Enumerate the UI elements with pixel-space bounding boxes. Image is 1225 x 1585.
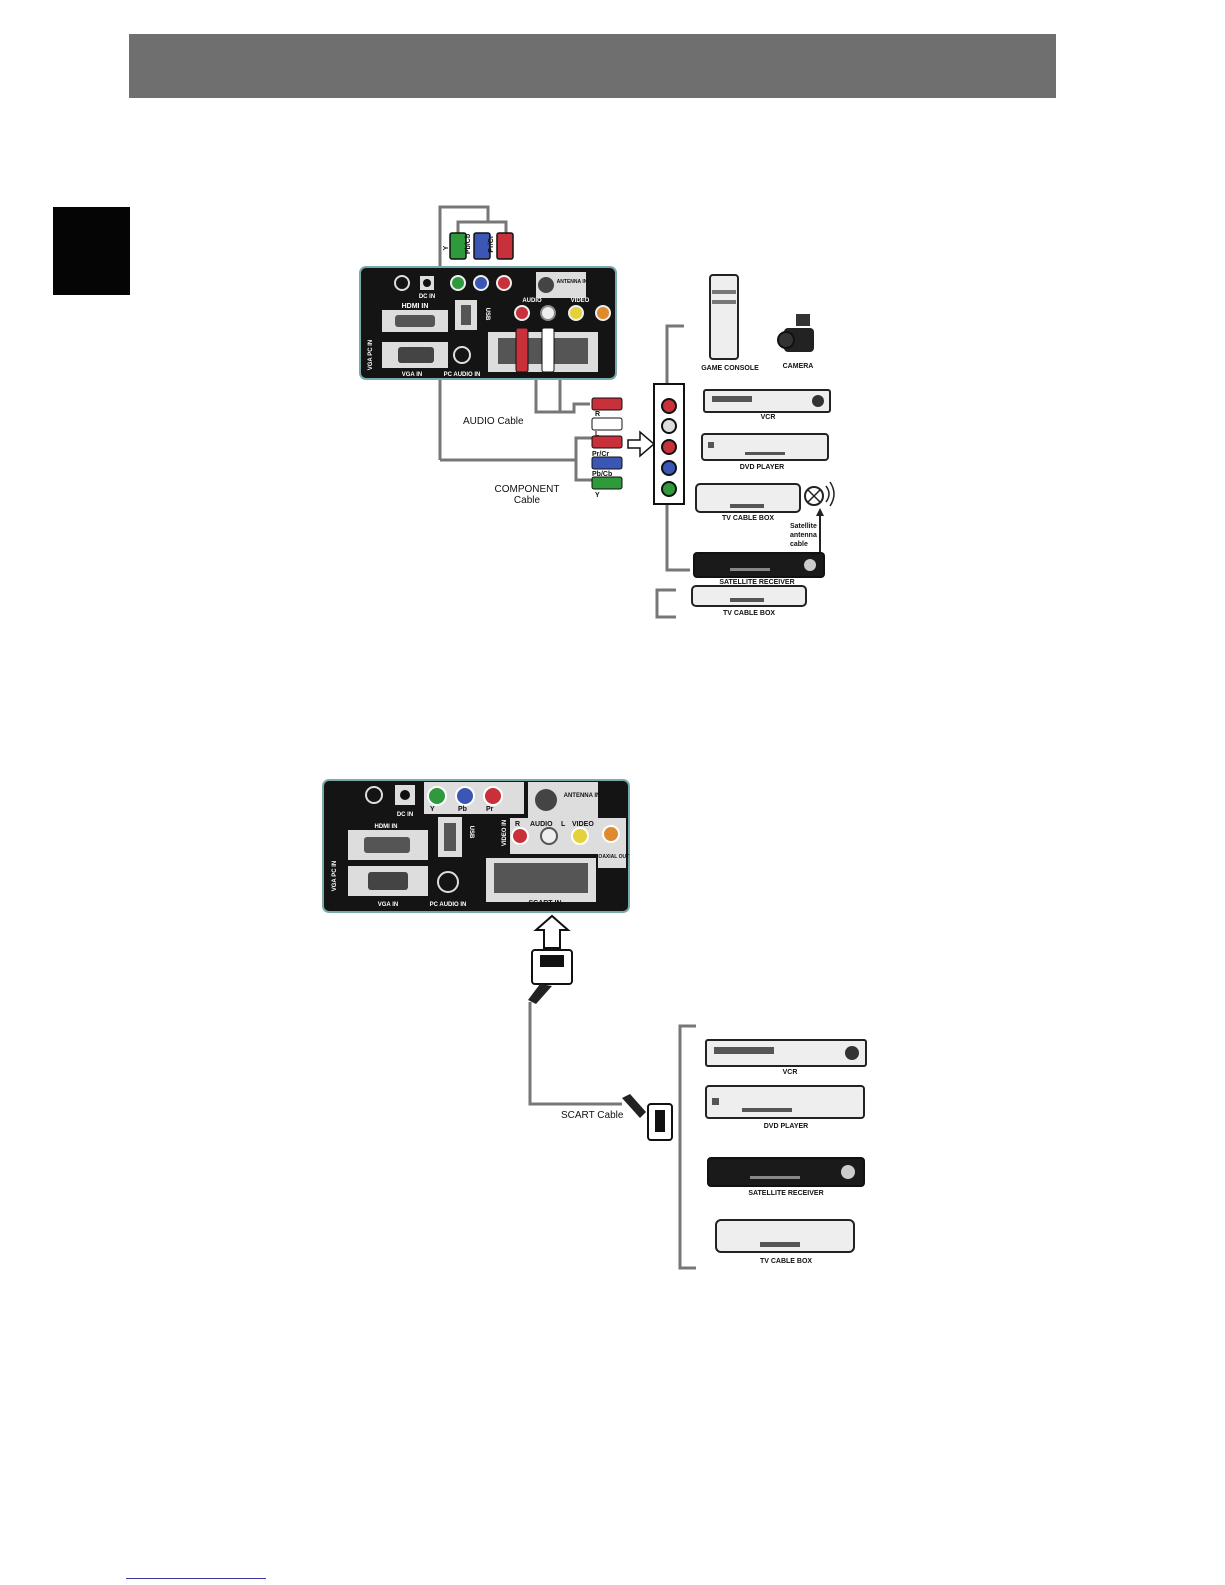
device-dvd-player-2: DVD PLAYER: [705, 1085, 865, 1130]
panel2-label-pr: Pr: [486, 806, 494, 813]
panel2-label-pb: Pb: [458, 806, 467, 813]
device-label-vcr: VCR: [761, 414, 776, 421]
device-label-satellite: SATELLITE RECEIVER: [719, 579, 794, 586]
audio-cable-label: AUDIO Cable: [463, 416, 524, 427]
device-game-console: GAME CONSOLE: [701, 274, 759, 372]
plug-label-pr: Pr/Cr: [488, 235, 495, 252]
plug-label-y: Y: [443, 245, 450, 250]
panel-label-dc: DC IN: [419, 294, 435, 300]
device-jack-strip: [653, 383, 685, 505]
device-dvd-player: DVD PLAYER: [701, 433, 829, 471]
panel2-label-audio: AUDIO: [530, 821, 553, 828]
panel2-label-scart: SCART IN: [528, 900, 561, 907]
satellite-cable-label-1: Satellite: [790, 523, 817, 530]
arrow-right-icon: [627, 430, 656, 458]
audio-plug-label-l: L: [595, 431, 600, 438]
satellite-cable-label-3: cable: [790, 541, 808, 548]
device-vcr-2: VCR: [705, 1039, 867, 1076]
device-tv-cable-box-3: TV CABLE BOX: [715, 1219, 855, 1265]
device-label-cable-box: TV CABLE BOX: [722, 515, 774, 522]
tv-connector-panel-top: DC IN ANTENNA IN HDMI IN USB AUDIO VIDEO…: [359, 266, 617, 380]
component-plugs-top: Y Pb/Cb Pr/Cr: [443, 232, 514, 260]
scart-plug-bottom: [622, 1094, 673, 1141]
device2-label-satellite: SATELLITE RECEIVER: [748, 1190, 823, 1197]
component-cable-label-line1: COMPONENT: [495, 484, 560, 495]
panel-label-pc-audio: PC AUDIO IN: [444, 372, 481, 378]
panel2-label-antenna: ANTENNA IN: [564, 793, 601, 799]
panel-label-video: VIDEO: [571, 298, 590, 304]
component-plug-label-y: Y: [595, 492, 600, 499]
panel2-label-l: L: [561, 821, 566, 828]
panel2-label-video: VIDEO: [572, 821, 594, 828]
device-tv-cable-box: TV CABLE BOX: [695, 483, 801, 522]
panel2-label-y: Y: [430, 806, 435, 813]
device-label-cable-box-2: TV CABLE BOX: [723, 610, 775, 617]
panel-label-vga: VGA IN: [402, 372, 422, 378]
scart-cable-label: SCART Cable: [561, 1110, 624, 1121]
device-satellite-receiver: SATELLITE RECEIVER: [693, 552, 825, 586]
panel2-label-video-in: VIDEO IN: [502, 820, 508, 846]
panel2-label-coaxial: COAXIAL OUT: [595, 854, 629, 860]
panel2-label-r: R: [515, 821, 520, 828]
component-cable-label-line2: Cable: [514, 495, 541, 506]
section-tab: [53, 207, 130, 295]
tv-connector-panel-bottom: DC IN Y Pb Pr ANTENNA IN HDMI IN USB VID…: [322, 779, 630, 913]
panel-label-usb: USB: [484, 308, 490, 321]
satellite-dish-icon: [804, 481, 835, 507]
device-label-dvd: DVD PLAYER: [740, 464, 784, 471]
panel2-label-hdmi: HDMI IN: [375, 824, 398, 830]
panel-label-vga-pc: VGA PC IN: [368, 340, 374, 370]
scart-plug-top: [528, 949, 573, 1004]
plug-label-pb: Pb/Cb: [465, 234, 472, 254]
headphone-jack-icon: [394, 275, 410, 291]
satellite-cable-label-2: antenna: [790, 532, 817, 539]
arrow-up-icon: [533, 914, 571, 949]
panel-label-audio: AUDIO: [522, 298, 542, 304]
audio-plug-label-r: R: [595, 411, 600, 418]
device-camera: CAMERA: [777, 314, 814, 370]
scart-connection-diagram: DC IN Y Pb Pr ANTENNA IN HDMI IN USB VID…: [322, 779, 867, 1270]
device2-label-cable-box: TV CABLE BOX: [760, 1258, 812, 1265]
device-tv-cable-box-2: TV CABLE BOX: [691, 585, 807, 617]
component-cable-plugs: Pr/Cr Pb/Cb Y: [591, 435, 623, 499]
component-plug-label-pr: Pr/Cr: [592, 451, 609, 458]
device-label-game-console: GAME CONSOLE: [701, 365, 759, 372]
panel2-label-usb: USB: [468, 826, 474, 839]
panel2-label-dc: DC IN: [397, 812, 413, 818]
device-satellite-receiver-2: SATELLITE RECEIVER: [707, 1157, 865, 1197]
footer-link-rule: [126, 1578, 266, 1579]
component-plug-label-pb: Pb/Cb: [592, 471, 612, 478]
panel2-label-vga-pc: VGA PC IN: [332, 861, 338, 891]
header-bar: [129, 34, 1056, 98]
device-label-camera: CAMERA: [783, 363, 814, 370]
component-connection-diagram: Y Pb/Cb Pr/Cr DC IN ANTENNA IN HDMI IN U…: [359, 205, 835, 619]
panel-label-hdmi: HDMI IN: [402, 303, 429, 310]
panel2-label-pc-audio: PC AUDIO IN: [430, 902, 467, 908]
headphone-jack-icon-2: [365, 786, 383, 804]
panel2-label-vga: VGA IN: [378, 902, 398, 908]
device2-label-dvd: DVD PLAYER: [764, 1123, 808, 1130]
panel-label-antenna: ANTENNA IN: [557, 279, 588, 285]
device-bracket: [678, 1024, 696, 1270]
device-vcr: VCR: [703, 389, 831, 421]
audio-cable-plugs: R L: [591, 397, 623, 438]
device2-label-vcr: VCR: [783, 1069, 798, 1076]
